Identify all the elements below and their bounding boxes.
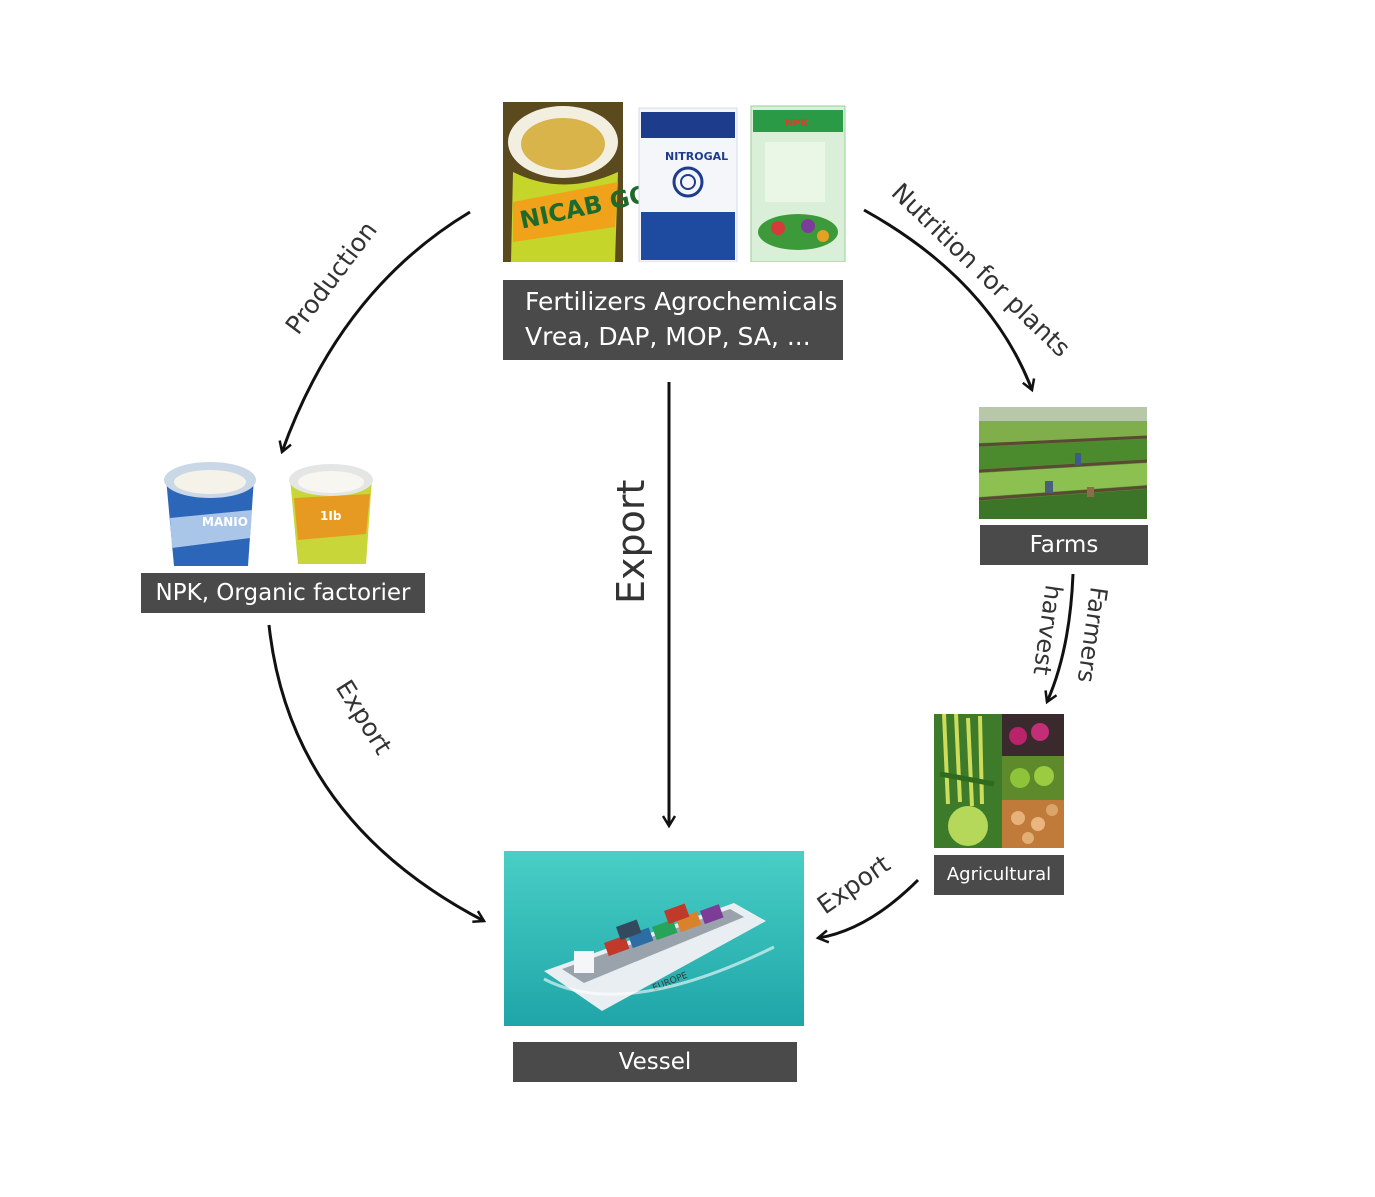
center-export-label: Export: [609, 480, 653, 604]
right-export-arrow: [815, 878, 920, 944]
agricultural-label-text: Agricultural: [946, 864, 1052, 885]
agricultural-label: Agricultural: [934, 855, 1064, 895]
vessel-label: Vessel: [513, 1042, 797, 1082]
npk-buckets-image: MANIO 1Ib: [160, 458, 380, 568]
production-arrow: [278, 210, 471, 455]
bag-brand-npk: NPK: [785, 118, 810, 129]
fertilizers-label-line1: Fertilizers Agrochemicals: [525, 287, 838, 316]
production-edge-label: Production: [280, 216, 383, 340]
farmers-harvest-arrow: [1044, 573, 1075, 705]
farmers-edge-label: Farmers: [1072, 585, 1113, 684]
left-export-arrow: [267, 624, 487, 923]
left-export-label: Export: [330, 675, 398, 760]
vessel-image: EUROPE: [504, 851, 804, 1026]
bucket-brand-manio: MANIO: [202, 515, 248, 529]
fertilizers-label: Fertilizers Agrochemicals Vrea, DAP, MOP…: [503, 280, 843, 360]
nutrition-edge-label: Nutrition for plants: [886, 177, 1076, 362]
farms-image: [979, 407, 1147, 519]
farms-label: Farms: [980, 525, 1148, 565]
agricultural-produce-image: [934, 714, 1064, 848]
fertilizer-bags-image: NICAB GOLD NITROGAL NPK: [503, 102, 847, 262]
fertilizers-label-line2: Vrea, DAP, MOP, SA, ...: [525, 322, 811, 351]
bag-brand-nitrogal: NITROGAL: [665, 150, 728, 163]
nutrition-arrow: [863, 208, 1036, 393]
npk-label: NPK, Organic factorier: [141, 573, 425, 613]
npk-label-text: NPK, Organic factorier: [155, 580, 411, 606]
bucket-brand-lib: 1Ib: [320, 509, 342, 523]
vessel-label-text: Vessel: [618, 1049, 692, 1075]
farms-label-text: Farms: [1029, 532, 1099, 558]
